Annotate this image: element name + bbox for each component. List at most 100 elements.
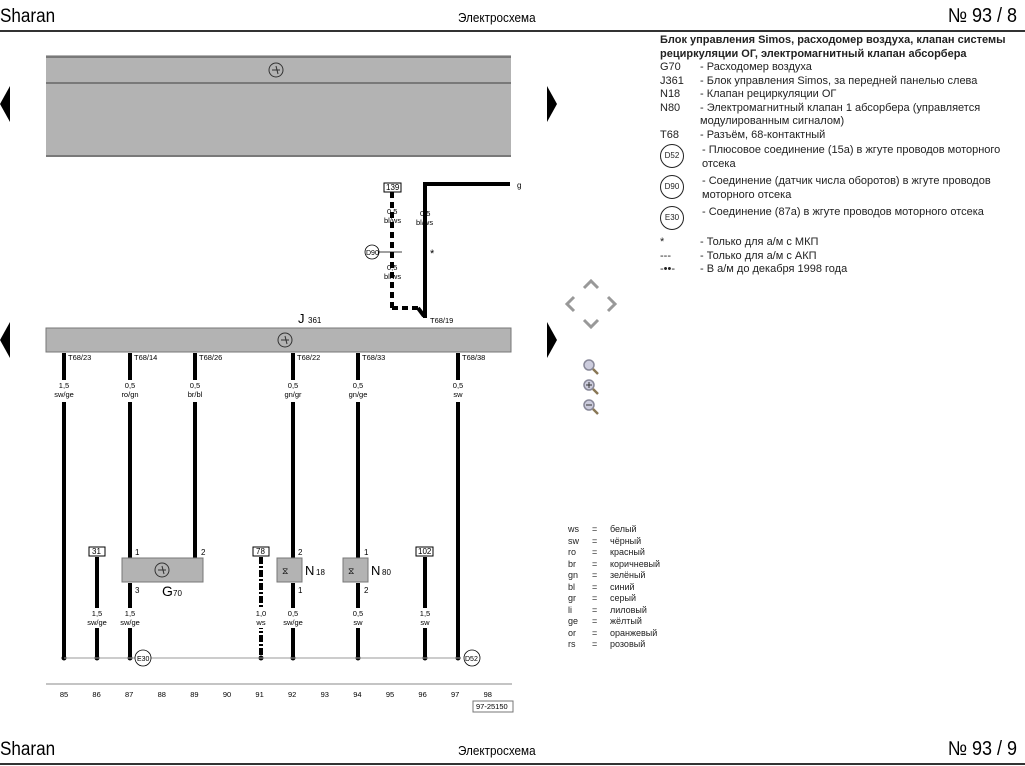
page-number: № 93 / 8 <box>947 5 1017 27</box>
legend-row: G70 - Расходомер воздуха <box>660 61 1020 75</box>
equals-sign: = <box>592 581 598 592</box>
equals-sign: = <box>592 570 598 580</box>
doc-title: Электросхема <box>458 743 536 758</box>
legend-text: - Клапан рециркуляции ОГ <box>700 88 837 100</box>
legend-text: - Расходомер воздуха <box>700 61 812 73</box>
control-unit-icon <box>268 62 284 78</box>
model-name: Sharan <box>0 739 56 760</box>
track-number: 88 <box>158 690 166 699</box>
svg-text:1: 1 <box>298 586 303 595</box>
color-name: жёлтый <box>610 616 642 626</box>
svg-text:0,5: 0,5 <box>125 381 135 390</box>
legend-row: * - Только для а/м с МКП <box>660 236 1020 250</box>
j361-icon <box>277 332 293 348</box>
pin-label: T68/23 <box>68 353 91 362</box>
page-header: Sharan Электросхема № 93 / 8 <box>0 0 1025 32</box>
svg-text:ws: ws <box>255 618 265 627</box>
svg-text:sw/ge: sw/ge <box>283 618 303 627</box>
color-code-row: ws = белый <box>568 524 660 536</box>
zoom-controls[interactable] <box>582 358 600 418</box>
color-code-row: ge = жёлтый <box>568 616 660 628</box>
legend-code: T68 <box>660 128 679 141</box>
next-section-arrow[interactable] <box>547 322 557 358</box>
legend-row: D90- Соединение (датчик числа оборотов) … <box>660 175 1020 202</box>
legend-text: - Соединение (87a) в жгуте проводов мото… <box>702 206 984 218</box>
legend-text: - В а/м до декабря 1998 года <box>700 263 848 275</box>
svg-text:2: 2 <box>298 548 303 557</box>
equals-sign: = <box>592 616 598 626</box>
equals-sign: = <box>592 593 598 603</box>
legend: Блок управления Simos, расходомер воздух… <box>660 34 1020 277</box>
svg-text:2: 2 <box>201 548 206 557</box>
model-name: Sharan <box>0 6 56 27</box>
ref-31: 31 <box>92 547 101 556</box>
color-abbr: gr <box>568 593 577 603</box>
pan-down-icon <box>582 318 600 330</box>
svg-text:0,5: 0,5 <box>190 381 200 390</box>
legend-row: N18- Клапан рециркуляции ОГ <box>660 88 1020 102</box>
svg-text:2: 2 <box>364 586 369 595</box>
legend-code: G70 <box>660 61 681 73</box>
ref-78: 78 <box>256 547 265 556</box>
svg-text:1,5: 1,5 <box>420 609 430 618</box>
prev-section-arrow[interactable] <box>0 322 10 358</box>
pin-label: T68/38 <box>462 353 485 362</box>
color-name: чёрный <box>610 535 642 546</box>
legend-code: * <box>660 236 665 248</box>
color-abbr: ws <box>568 524 579 534</box>
equals-sign: = <box>592 524 598 534</box>
color-name: серый <box>610 593 637 603</box>
svg-text:1,5: 1,5 <box>92 609 102 618</box>
track-number: 93 <box>321 690 329 699</box>
svg-text:0,5: 0,5 <box>387 263 397 272</box>
svg-text:sw: sw <box>453 390 463 399</box>
color-code-row: gn=зелёный <box>568 570 660 582</box>
svg-text:br/bl: br/bl <box>188 390 203 399</box>
svg-text:0,5: 0,5 <box>387 207 397 216</box>
n18-label: N <box>305 563 314 578</box>
equals-sign: = <box>592 604 598 615</box>
pan-controls[interactable] <box>562 276 620 332</box>
prev-page-arrow[interactable] <box>0 86 10 122</box>
pan-left-icon <box>564 295 576 313</box>
legend-row: T68- Разъём, 68-контактный <box>660 129 1020 143</box>
track-number: 90 <box>223 690 231 699</box>
next-page-header: Sharan Электросхема № 93 / 9 <box>0 733 1025 765</box>
next-page-arrow[interactable] <box>547 86 557 122</box>
header-rule <box>0 763 1025 765</box>
color-abbr: ge <box>568 616 579 626</box>
svg-text:1: 1 <box>135 548 140 557</box>
color-code-row: rs=розовый <box>568 639 660 651</box>
color-abbr: or <box>568 627 577 638</box>
svg-text:0,5: 0,5 <box>420 209 430 218</box>
svg-text:70: 70 <box>173 589 182 598</box>
legend-row: D52- Плюсовое соединение (15a) в жгуте п… <box>660 144 1020 171</box>
legend-row: N80- Электромагнитный клапан 1 абсорбера… <box>660 102 1020 129</box>
svg-text:0,5: 0,5 <box>453 381 463 390</box>
color-code-row: li=лиловый <box>568 605 660 617</box>
svg-text:E30: E30 <box>137 656 150 663</box>
track-number: 96 <box>418 690 426 699</box>
svg-text:sw: sw <box>420 618 430 627</box>
color-name: белый <box>610 524 637 534</box>
legend-text: - Только для а/м с МКП <box>700 236 819 248</box>
legend-title: Блок управления Simos, расходомер воздух… <box>660 34 1006 60</box>
legend-text: - Соединение (датчик числа оборотов) в ж… <box>702 175 991 201</box>
pan-right-icon <box>606 295 618 313</box>
legend-row: E30- Соединение (87a) в жгуте проводов м… <box>660 206 1020 230</box>
svg-text:0,5: 0,5 <box>353 609 363 618</box>
track-number: 89 <box>190 690 198 699</box>
valve-icon: ⧖ <box>348 566 354 576</box>
page-number: № 93 / 9 <box>947 738 1017 760</box>
pin-label: T68/22 <box>297 353 320 362</box>
track-number: 85 <box>60 690 68 699</box>
pan-up-icon <box>582 278 600 290</box>
color-code-row: br=коричневый <box>568 559 660 571</box>
connector-d52 <box>463 649 481 667</box>
upper-unit-block <box>46 55 511 157</box>
n80-block <box>342 557 369 583</box>
legend-text: - Блок управления Simos, за передней пан… <box>700 74 978 87</box>
color-abbr: li <box>568 604 572 615</box>
color-code-row: bl=синий <box>568 582 660 594</box>
